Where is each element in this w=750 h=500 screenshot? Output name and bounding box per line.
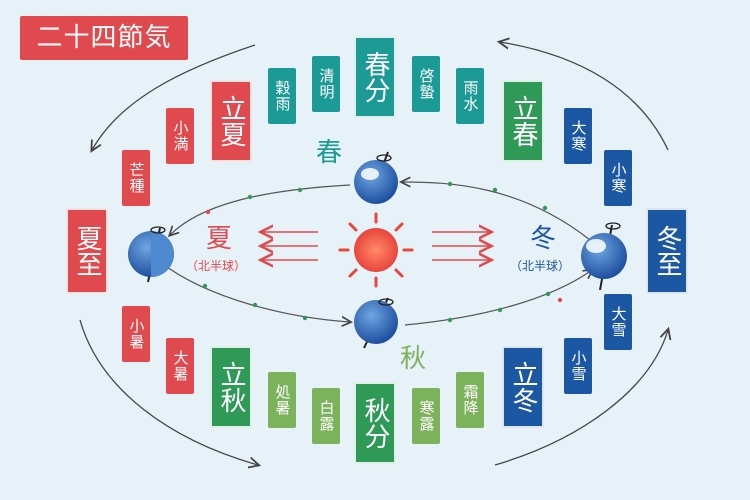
term-shosetsu: 小雪 [564,338,592,394]
term-hakuro: 白露 [312,388,340,444]
term-risshun: 立春 [502,80,544,162]
outer-cycle-arrows [79,42,668,465]
term-shubun: 秋分 [354,382,396,464]
orbit-dots-red [205,209,563,303]
earth-summer-icon [128,226,174,283]
sunlight-arrows [262,232,490,260]
term-ritto: 立冬 [502,346,544,428]
term-shunbun: 春分 [354,36,396,118]
label-winter: 冬 [530,224,557,254]
term-taisho: 大暑 [166,338,194,394]
sun-icon [338,212,414,288]
term-soko: 霜降 [456,372,484,428]
term-toji: 冬至 [646,208,688,294]
label-summer-hemisphere: （北半球） [186,259,247,273]
earth-winter-icon [581,222,627,291]
label-spring: 春 [316,138,343,168]
label-winter-hemisphere: （北半球） [510,259,571,273]
earth-autumn-icon [354,297,398,349]
earth-spring-icon [354,151,398,204]
term-shosho: 小暑 [122,306,150,362]
diagram-title: 二十四節気 [20,16,188,60]
term-usui: 雨水 [456,68,484,124]
term-geshi: 夏至 [66,208,108,294]
term-shokan: 小寒 [604,150,632,206]
term-kokuu: 穀雨 [268,68,296,124]
term-daikan: 大寒 [564,108,592,164]
orbit-dots [202,181,551,323]
term-rikka: 立夏 [210,80,252,162]
term-shosho-heat-end: 処暑 [268,372,296,428]
label-summer: 夏 [206,224,233,254]
label-autumn: 秋 [400,344,427,374]
term-taisetsu: 大雪 [604,294,632,350]
term-risshu: 立秋 [210,346,252,428]
term-keichitsu: 啓蟄 [412,56,440,112]
term-kanro: 寒露 [412,388,440,444]
term-boshu: 芒種 [122,150,150,206]
term-shoman: 小満 [166,108,194,164]
term-seimei: 清明 [312,56,340,112]
earth-orbit [159,182,592,325]
